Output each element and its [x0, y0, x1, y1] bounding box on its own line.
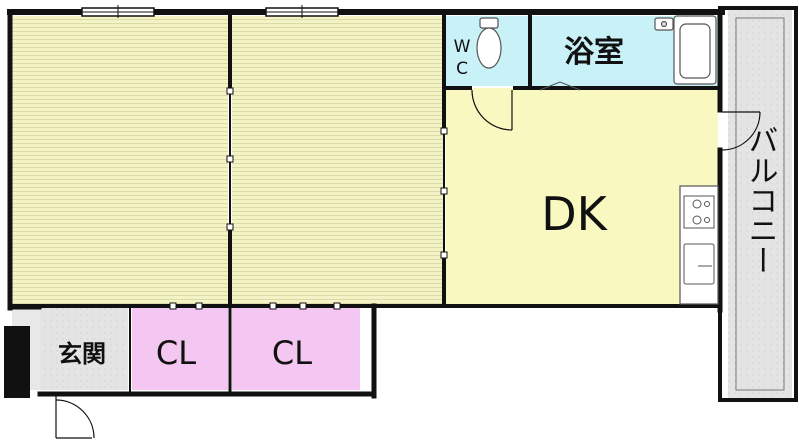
sliding-door-marks [169, 87, 448, 310]
entrance-door [55, 396, 95, 439]
genkan-label: 玄関 [58, 340, 106, 368]
wc-door [471, 89, 513, 131]
bath-label: 浴室 [564, 35, 624, 70]
bathtub-icon [673, 15, 717, 85]
balcony-label: バルコニー [743, 125, 778, 275]
top-window-1 [81, 5, 155, 18]
washitsu-2-room [232, 16, 444, 304]
dk-label: DK [541, 187, 608, 241]
balcony-area [728, 10, 792, 398]
closet-2-label: CL [272, 334, 312, 372]
closet-1-label: CL [156, 334, 196, 372]
wc-label-bottom: C [456, 59, 468, 79]
kitchen-sink-icon [683, 243, 715, 285]
walls [7, 6, 798, 402]
closet-1-room [132, 308, 228, 390]
wc-label-top: W [454, 37, 471, 57]
balcony-inner [735, 17, 785, 391]
toilet-icon [476, 17, 502, 69]
top-window-2 [265, 5, 339, 18]
bath-faucet-icon [654, 17, 674, 31]
genkan-room [40, 308, 128, 390]
entrance-pillar [4, 326, 30, 398]
bath-door-mark [539, 81, 581, 91]
closet-2-room [232, 308, 360, 390]
washitsu-1-room [12, 16, 228, 304]
stove-icon [683, 195, 715, 229]
balcony-door [721, 111, 761, 151]
